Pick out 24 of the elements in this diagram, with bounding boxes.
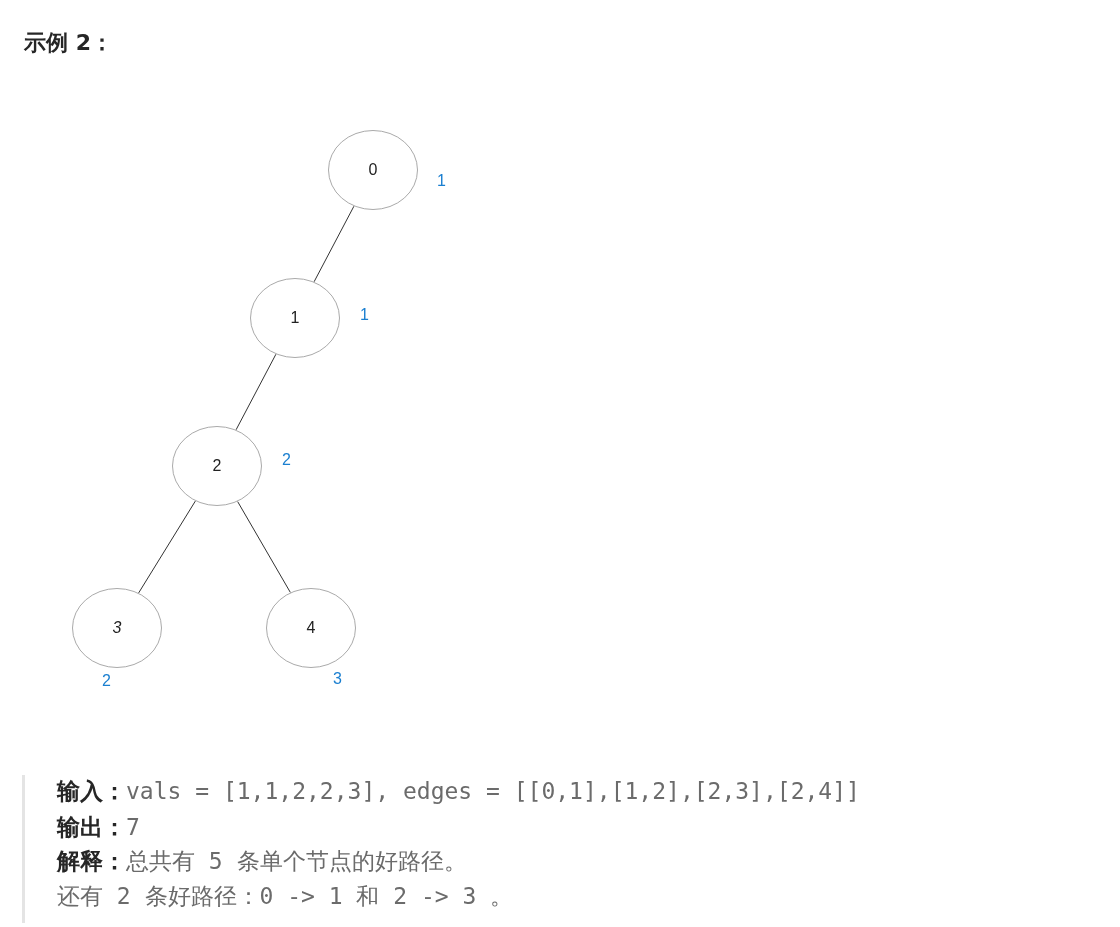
node-label: 0 [368,161,378,179]
node-label: 3 [112,619,122,637]
heading: 示例 2： [24,29,113,57]
node-label: 1 [290,309,300,327]
node-label: 4 [306,619,316,637]
tree-node [172,426,262,506]
node-value: 1 [360,306,369,324]
tree-node [72,588,162,668]
tree-edge [138,500,196,594]
node-value: 2 [282,451,291,469]
node-value: 1 [437,172,446,190]
example-text: 输出：7 [57,813,140,842]
tree-edge [313,205,355,283]
node-value: 3 [333,670,342,688]
node-label: 2 [212,457,222,475]
example-text: 输入：vals = [1,1,2,2,3], edges = [[0,1],[1,2],[2,3],[2,4]] [57,777,860,806]
tree-node [266,588,356,668]
example-text: 还有 2 条好路径：0 -> 1 和 2 -> 3 。 [57,882,514,911]
tree-node [328,130,418,210]
node-value: 2 [102,672,111,690]
tree-node [250,278,340,358]
tree-edge [237,501,291,593]
example-text: 解释：总共有 5 条单个节点的好路径。 [57,847,467,876]
tree-edge [235,353,277,431]
